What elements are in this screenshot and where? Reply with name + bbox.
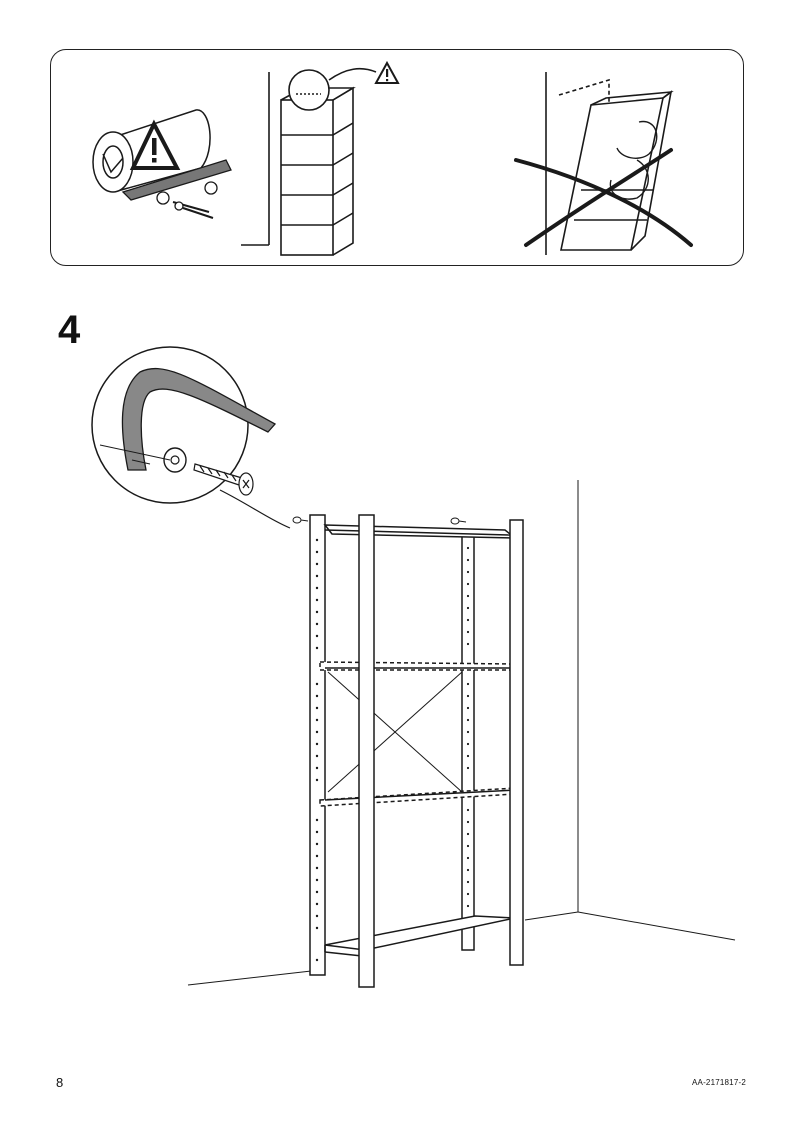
- fixing-strap: [121, 159, 232, 219]
- wall-anchor-icon: [121, 368, 277, 471]
- anchored-shelf-correct: [241, 67, 377, 256]
- step-4-assembly-illustration: [91, 346, 736, 988]
- warning-triangle-icon: [129, 119, 181, 170]
- warning-illustration: [92, 60, 693, 256]
- shelving-unit: [309, 514, 524, 988]
- wall-anchoring-warning-panel: [50, 49, 744, 266]
- article-code: AA-2171817-2: [692, 1078, 746, 1087]
- wall-anchor-detail-callout: [91, 346, 291, 529]
- page-number: 8: [56, 1075, 64, 1090]
- step-number: 4: [58, 308, 81, 352]
- warning-triangle-icon: [374, 60, 400, 84]
- washer-icon: [163, 447, 187, 473]
- wall-anchor-icon: [292, 516, 467, 525]
- cross-out-icon: [514, 148, 693, 247]
- room-corner: [187, 480, 736, 986]
- post-holes: [315, 538, 470, 962]
- screw-icon: [193, 463, 254, 496]
- tipping-shelf-incorrect: [545, 72, 674, 255]
